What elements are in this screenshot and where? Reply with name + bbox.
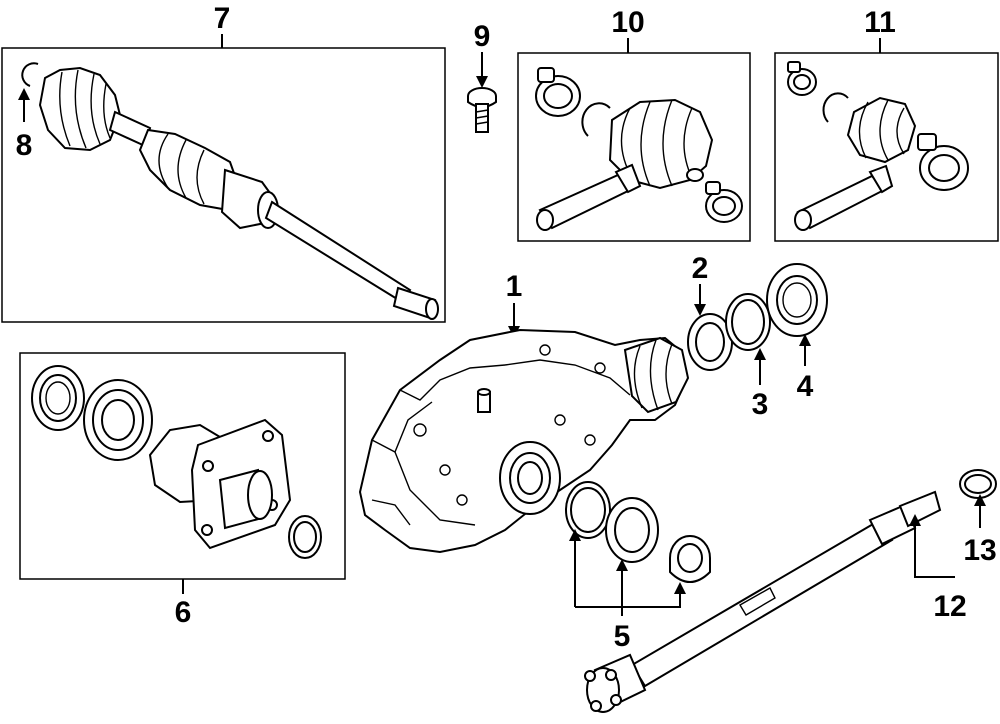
bushing-icon <box>669 535 711 583</box>
bolt-icon <box>467 87 497 133</box>
inner-boot-kit-group: 11 <box>774 6 999 242</box>
axle-shaft-group: 7 8 <box>1 2 446 323</box>
seal-icon <box>605 497 659 563</box>
boot-kit-box-11 <box>774 52 999 242</box>
callout-11: 11 <box>864 6 896 39</box>
shim-icon <box>725 293 771 351</box>
boot-kit-box-10 <box>517 52 751 242</box>
grease-tube-icon <box>536 163 642 231</box>
callout-10: 10 <box>611 6 644 39</box>
leader-line-5c <box>575 582 686 608</box>
callout-5: 5 <box>614 620 631 653</box>
drive-shaft-icon <box>584 490 942 713</box>
seal-4-group: 4 <box>766 263 828 403</box>
o-ring-13-group: 13 <box>959 469 997 567</box>
o-ring-icon <box>959 469 997 499</box>
axle-shaft-box <box>1 47 446 323</box>
callout-12: 12 <box>933 590 966 623</box>
seal-2-group: 2 <box>687 252 733 371</box>
seal-icon <box>31 365 85 431</box>
retaining-ring-icon <box>822 92 849 123</box>
seal-icon <box>687 313 733 371</box>
seal-set-5-group: 5 <box>565 481 711 653</box>
callout-9: 9 <box>474 20 491 53</box>
callout-3: 3 <box>752 388 769 421</box>
bolt-group: 9 <box>467 20 497 133</box>
seal-icon <box>766 263 828 337</box>
grease-tube-icon <box>794 164 894 231</box>
shim-3-group: 3 <box>725 293 771 421</box>
small-clamp-icon <box>705 181 743 223</box>
callout-13: 13 <box>963 534 996 567</box>
callout-4: 4 <box>797 370 814 403</box>
leader-line-12 <box>909 514 955 578</box>
callout-2: 2 <box>692 252 709 285</box>
cv-boot-icon <box>608 98 714 190</box>
snap-ring-icon <box>21 62 39 87</box>
cv-boot-icon <box>846 96 917 164</box>
callout-8: 8 <box>16 129 33 162</box>
callout-7: 7 <box>214 2 231 35</box>
o-ring-icon <box>565 481 611 539</box>
bearing-icon <box>83 379 153 461</box>
axle-bar-icon <box>264 200 439 320</box>
clamp-icon <box>787 61 817 96</box>
outer-boot-kit-group: 10 <box>517 6 751 242</box>
callout-1: 1 <box>506 270 523 303</box>
clamp-icon <box>535 67 581 117</box>
drive-shaft-group: 12 <box>584 490 967 713</box>
differential-group: 1 <box>358 270 690 554</box>
flange-icon <box>148 418 292 550</box>
outer-cv-joint-icon <box>38 66 122 152</box>
retaining-ring-icon <box>581 102 611 137</box>
o-ring-icon <box>288 515 322 559</box>
differential-housing-icon <box>358 328 690 554</box>
callout-6: 6 <box>175 596 192 629</box>
large-clamp-icon <box>917 133 969 191</box>
flange-group: 6 <box>19 352 346 629</box>
